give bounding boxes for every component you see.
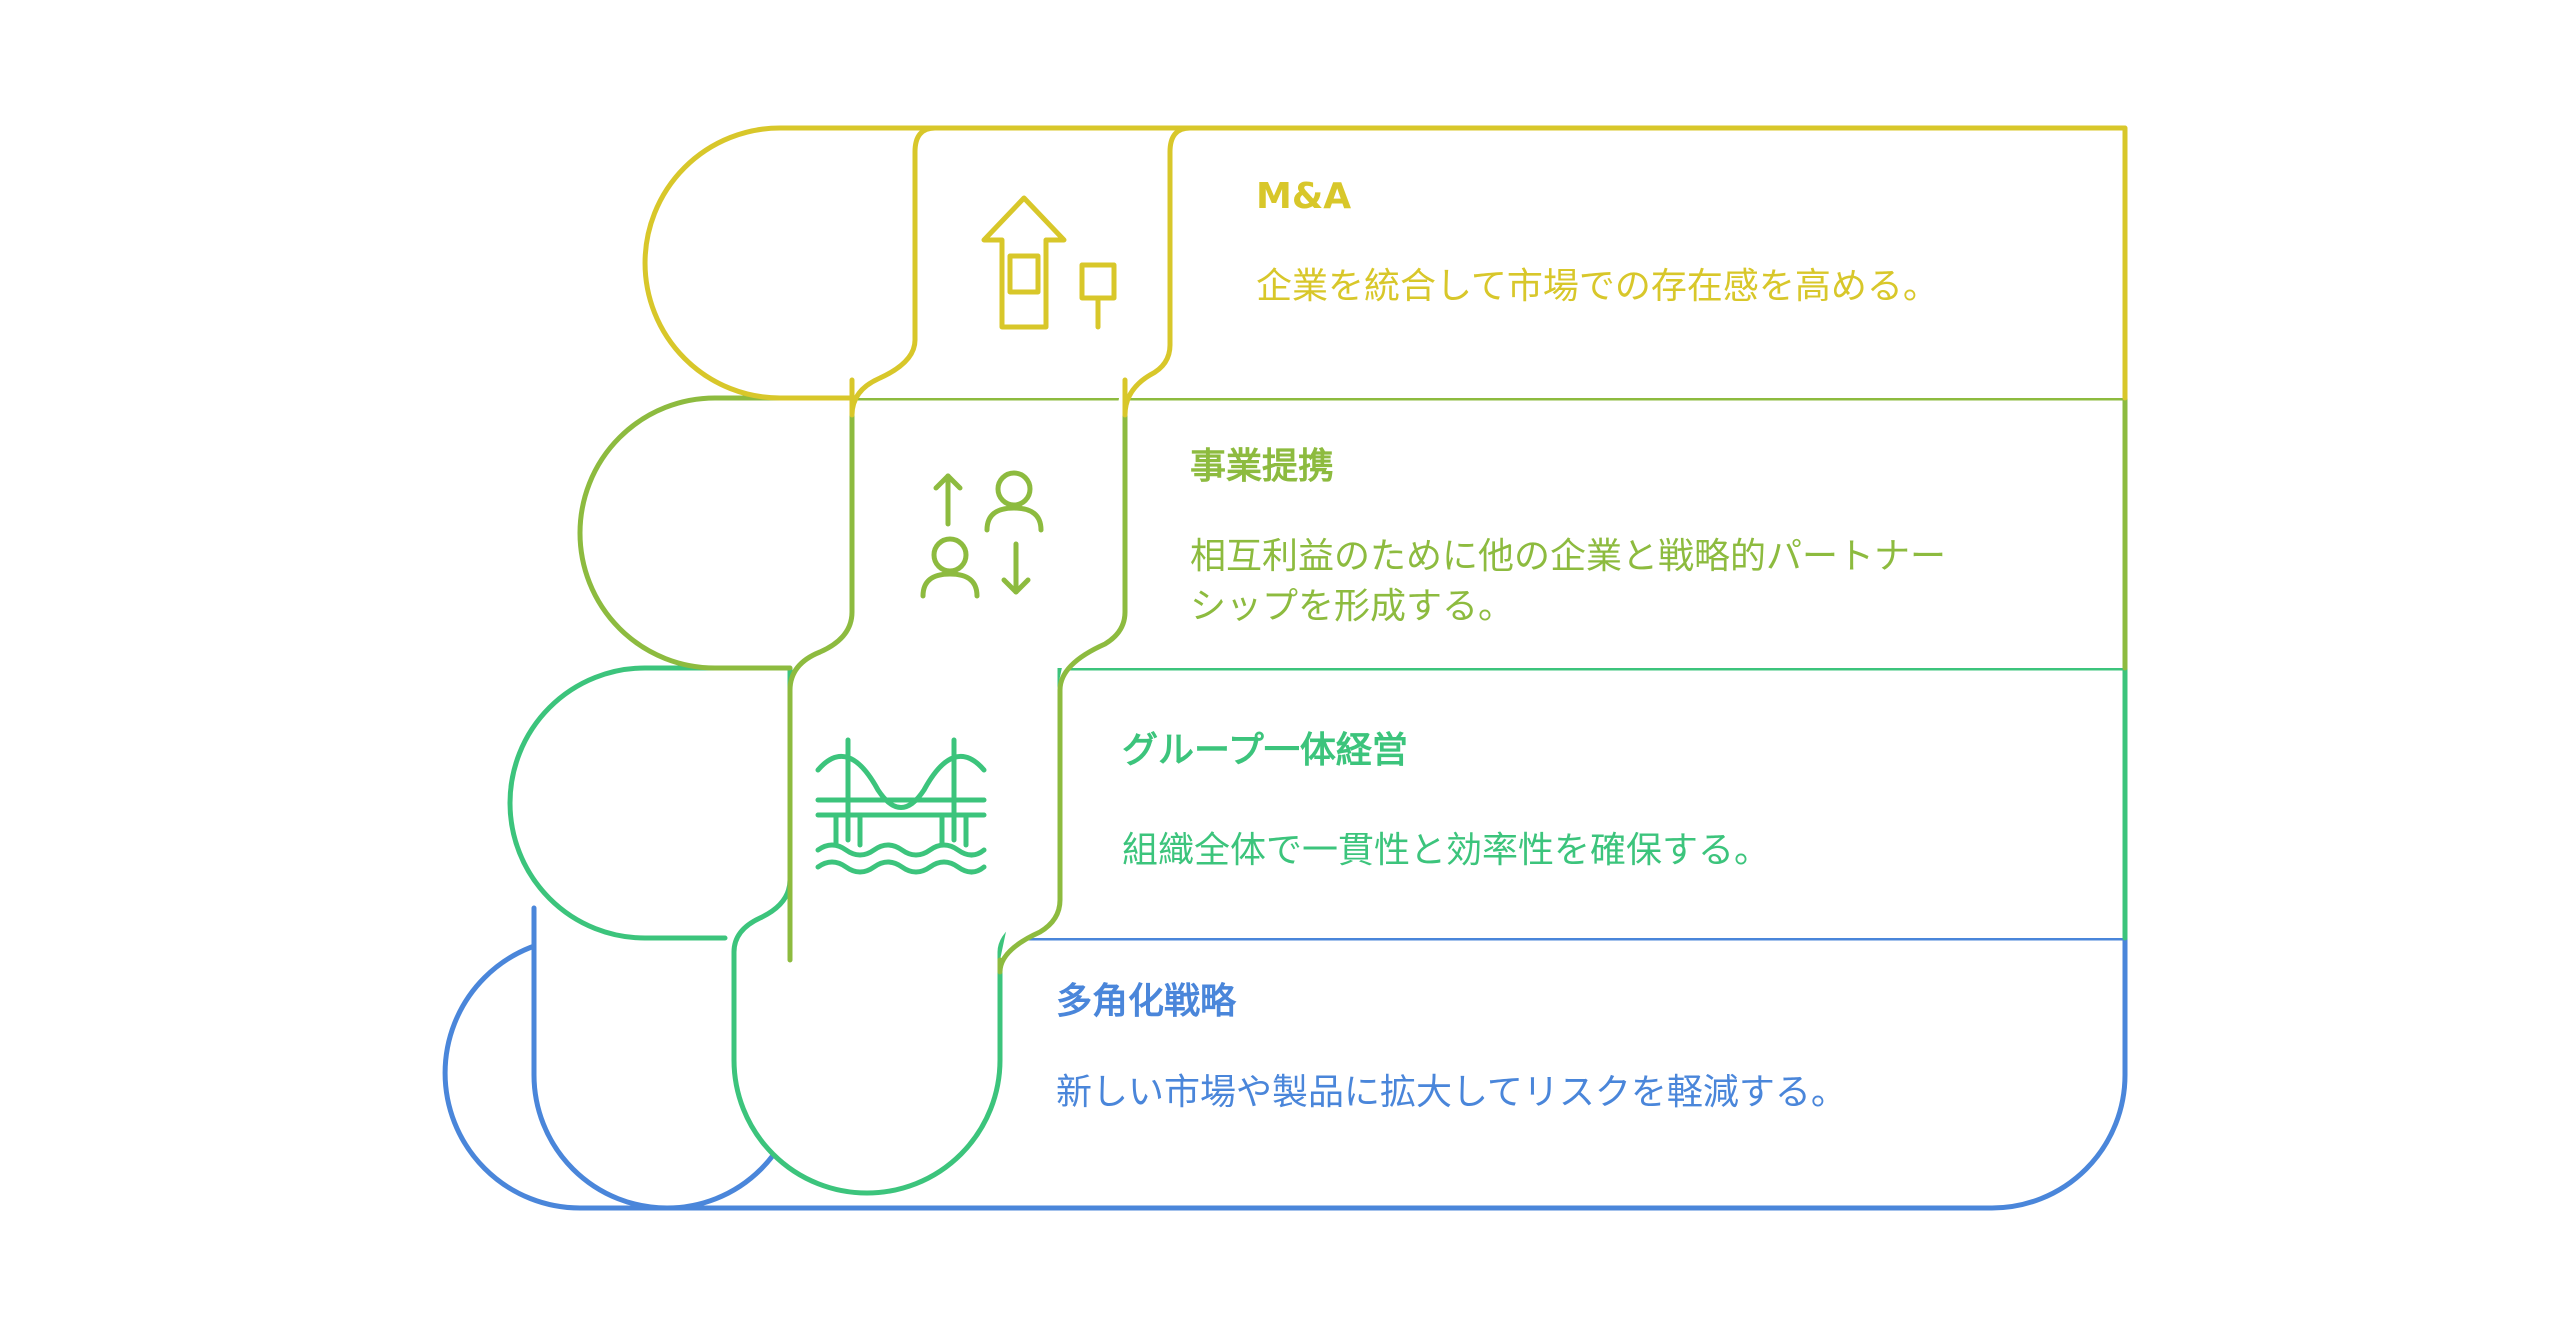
tier-group-band [507, 665, 2128, 941]
tier-alliance-band [577, 395, 2128, 671]
tier-diversification-description: 新しい市場や製品に拡大してリスクを軽減する。 [1056, 1072, 1847, 1113]
tier-group-title: グループ一体経営 [1122, 730, 1408, 771]
tier-ma-connector [849, 125, 1193, 418]
tier-ma-band [642, 125, 2128, 401]
tier-alliance-description: 相互利益のために他の企業と戦略的パートナーシップを形成する。 [1190, 536, 1947, 627]
exchange-people-icon [920, 470, 1044, 599]
tier-group-description: 組織全体で一貫性と効率性を確保する。 [1122, 830, 1771, 871]
tier-alliance-title: 事業提携 [1190, 446, 1335, 487]
tier-alliance-connector [787, 367, 1128, 975]
tier-diversification-title: 多角化戦略 [1056, 981, 1237, 1022]
tier-ma-description: 企業を統合して市場での存在感を高める。 [1256, 266, 1939, 307]
tier-ma-title: M&A [1256, 176, 1352, 217]
bridge-icon [815, 737, 987, 875]
house-signpost-icon [981, 195, 1117, 330]
